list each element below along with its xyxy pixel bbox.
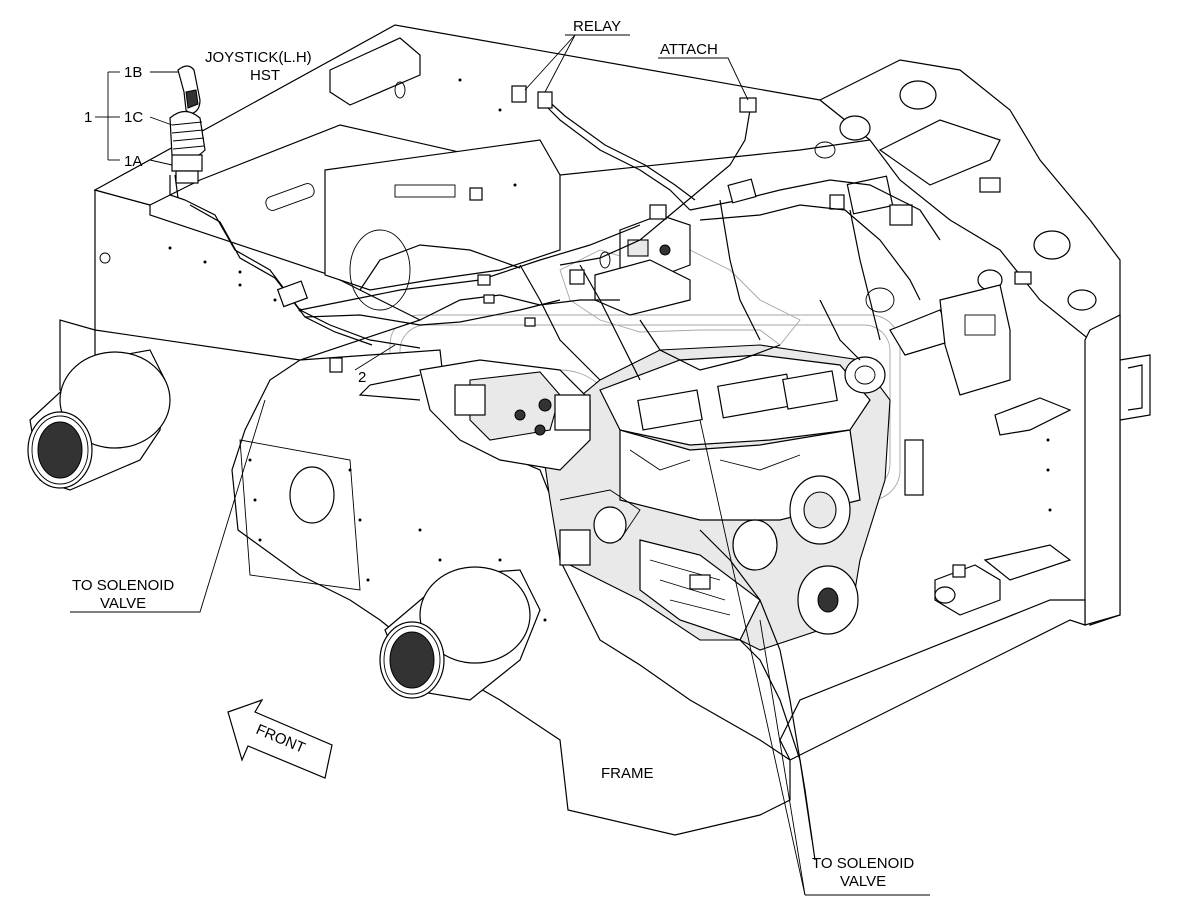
axle-tube-left bbox=[27, 349, 171, 491]
label-solenoid-bottom-1: TO SOLENOID bbox=[812, 855, 914, 872]
front-arrow-icon bbox=[227, 698, 333, 779]
label-hst: HST bbox=[250, 67, 280, 84]
label-item-1a: 1A bbox=[124, 153, 142, 170]
label-item-1c: 1C bbox=[124, 109, 143, 126]
joystick-lh-hst bbox=[169, 65, 206, 184]
label-solenoid-left-1: TO SOLENOID bbox=[72, 577, 174, 594]
callout-leaders bbox=[70, 34, 930, 896]
label-relay: RELAY bbox=[573, 18, 621, 35]
label-solenoid-bottom-2: VALVE bbox=[840, 873, 886, 890]
valve-block bbox=[594, 204, 691, 316]
label-joystick: JOYSTICK(L.H) bbox=[205, 49, 312, 66]
axle-tube-right bbox=[379, 566, 541, 701]
label-item-1: 1 bbox=[84, 109, 92, 126]
wiring-harness bbox=[169, 85, 941, 861]
label-solenoid-left-2: VALVE bbox=[100, 595, 146, 612]
rear-bracket-bottom bbox=[934, 564, 1001, 616]
diagram-labels: JOYSTICK(L.H) HST 1 1B 1C 1A 2 RELAY ATT… bbox=[72, 18, 914, 890]
engine-assembly bbox=[539, 344, 891, 651]
label-attach: ATTACH bbox=[660, 41, 718, 58]
label-item-1b: 1B bbox=[124, 64, 142, 81]
label-item-2: 2 bbox=[358, 369, 366, 386]
right-switch-box bbox=[829, 175, 1011, 396]
hydraulic-pump bbox=[358, 359, 591, 471]
main-frame bbox=[59, 24, 1151, 836]
label-frame: FRAME bbox=[601, 765, 654, 782]
